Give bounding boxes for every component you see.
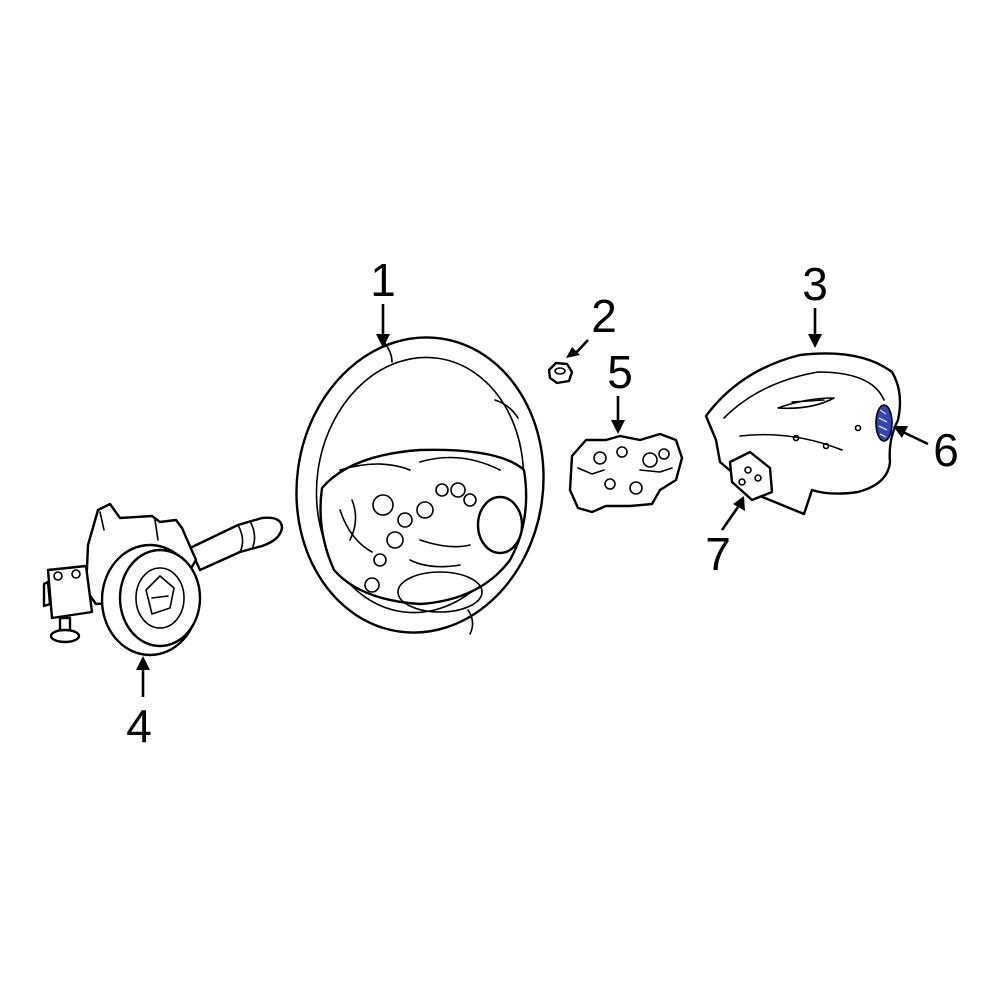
part-6-highlighted-button (875, 404, 893, 442)
part-3-airbag-module (704, 352, 902, 516)
callout-4: 4 (126, 700, 152, 752)
part-5-switch-bracket (568, 432, 684, 514)
part-1-steering-wheel (295, 336, 545, 635)
callout-5: 5 (607, 346, 633, 398)
callout-6: 6 (933, 424, 959, 476)
callout-1: 1 (370, 254, 396, 306)
part-2-nut (547, 361, 574, 385)
callout-7: 7 (705, 528, 731, 580)
leader-arrows (136, 304, 929, 697)
part-7-switch-cluster (728, 450, 774, 502)
callout-3: 3 (802, 258, 828, 310)
callout-2: 2 (591, 290, 617, 342)
part-4-combination-switch (42, 502, 284, 657)
